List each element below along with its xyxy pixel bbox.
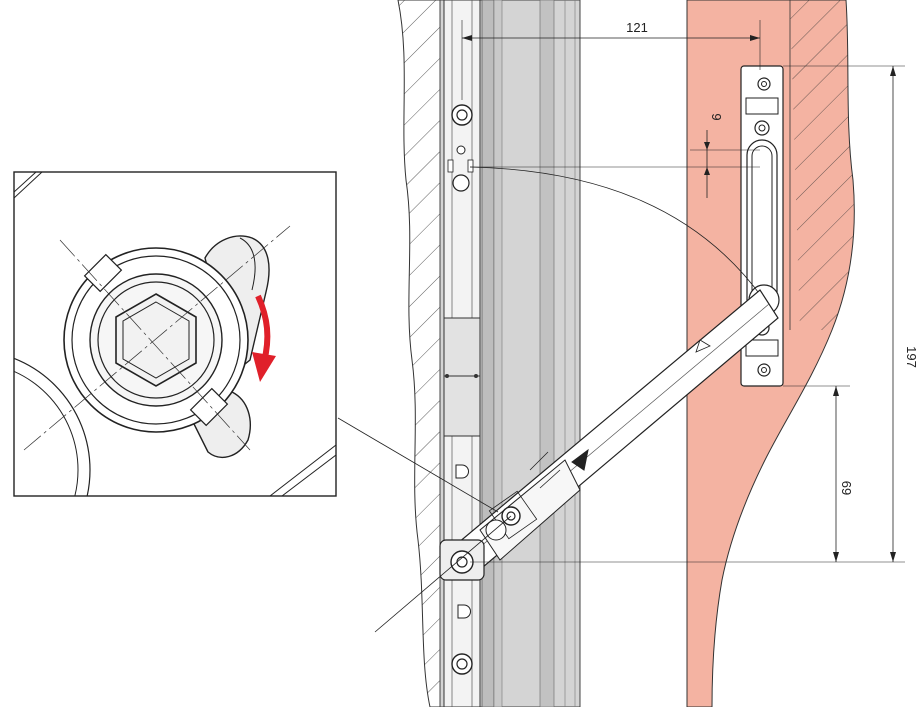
dim-197-label: 197 <box>904 346 919 368</box>
warning-triangle-icon <box>571 448 589 471</box>
window-frame-profile <box>439 0 581 707</box>
swing-arc <box>469 166 765 301</box>
dim-9-label: 9 <box>709 113 724 120</box>
dim-69-label: 69 <box>839 481 854 495</box>
stay-arm <box>374 289 779 633</box>
dimension-lines <box>337 20 905 563</box>
detail-inset <box>13 171 337 497</box>
dim-121-label: 121 <box>626 20 648 35</box>
left-wall-section <box>397 0 441 707</box>
